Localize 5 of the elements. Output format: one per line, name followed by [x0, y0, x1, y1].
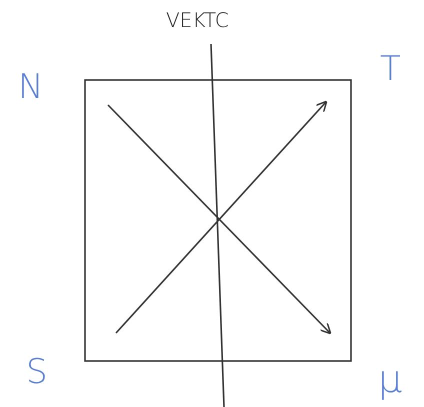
corner-letter: S: [26, 355, 48, 389]
corner-letter: N: [18, 70, 44, 104]
corner-letter: T: [380, 52, 401, 86]
corner-letter: μ: [378, 360, 402, 398]
axis-label: VEKTC: [166, 10, 229, 30]
